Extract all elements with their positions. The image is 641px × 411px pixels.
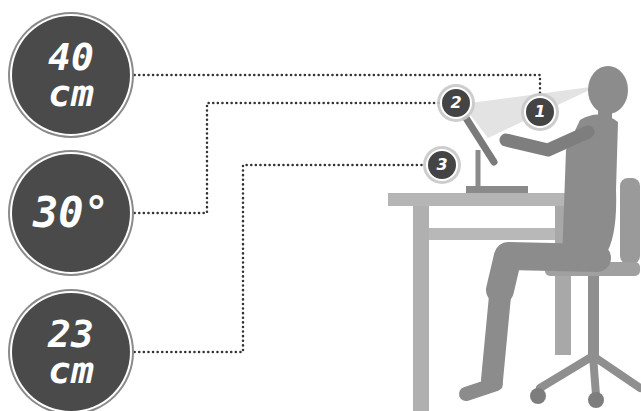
callout-number: 1	[534, 104, 545, 120]
desk-top	[388, 193, 590, 206]
callout-number: 2	[450, 95, 461, 111]
measurement-value: 23 cm	[29, 316, 113, 388]
chair-post	[588, 276, 599, 358]
dotted-leader	[130, 103, 440, 213]
measure-circle: 23 cm	[12, 293, 130, 411]
person-foot	[466, 384, 496, 394]
callout-number: 3	[436, 157, 447, 173]
desk-crossbar	[429, 228, 555, 240]
laptop-base	[466, 186, 528, 193]
measure-circle: 30°	[12, 154, 130, 272]
chair-wheel	[530, 388, 546, 404]
chair-wheel	[588, 392, 604, 408]
chair-base	[540, 356, 640, 395]
dotted-leader	[130, 75, 540, 96]
dotted-leader	[130, 165, 426, 352]
desk-leg	[413, 205, 429, 411]
measurement-value: 40 cm	[29, 39, 113, 111]
callout-circle: 3	[426, 149, 458, 181]
measure-circle: 40 cm	[12, 16, 130, 134]
callout-circle: 2	[440, 87, 472, 119]
person-head	[588, 66, 628, 114]
person-shin	[492, 275, 502, 380]
chair-back	[620, 178, 640, 264]
person-arm	[506, 132, 588, 150]
measurement-value: 30°	[33, 193, 109, 233]
callout-circle: 1	[524, 96, 556, 128]
